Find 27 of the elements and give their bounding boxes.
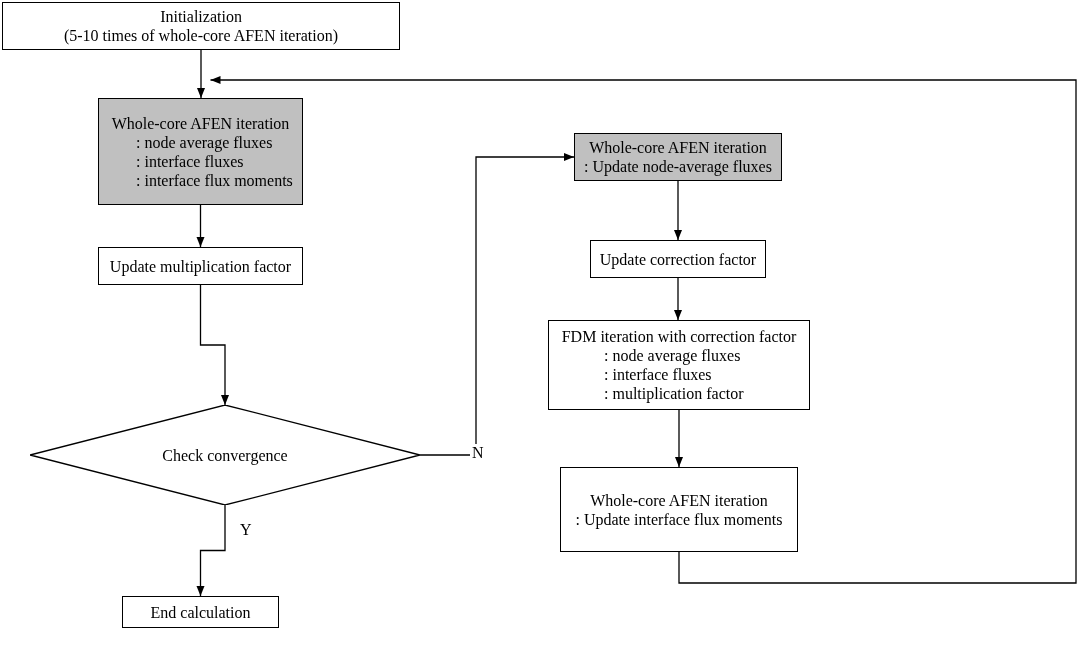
process-box	[2, 2, 400, 50]
node-title: Whole-core AFEN iteration	[590, 490, 768, 510]
node-title: Initialization	[160, 7, 242, 26]
node-title: Whole-core AFEN iteration	[111, 113, 290, 133]
node-text: : interface flux moments	[136, 170, 293, 190]
node-text: : multiplication factor	[604, 384, 744, 403]
node-text: : interface fluxes	[136, 152, 244, 171]
node-text: : interface fluxes	[604, 365, 712, 384]
process-box	[98, 247, 303, 285]
node-text: : node average fluxes	[136, 132, 273, 152]
node-title: End calculation	[150, 602, 251, 622]
decision-diamond	[30, 405, 420, 505]
process-box	[98, 98, 303, 205]
process-box	[560, 467, 798, 552]
node-text: (5-10 times of whole-core AFEN iteration)	[63, 26, 339, 45]
node-text: : Update node-average fluxes	[584, 157, 772, 176]
node-title: Whole-core AFEN iteration	[589, 138, 767, 157]
node-text: : Update interface flux moments	[575, 509, 783, 529]
process-box	[122, 596, 279, 628]
node-title: FDM iteration with correction factor	[561, 327, 797, 346]
node-text: : node average fluxes	[604, 346, 741, 365]
process-box	[574, 133, 782, 181]
process-box	[548, 320, 810, 410]
node-title: Check convergence	[162, 445, 288, 465]
node-title: Update correction factor	[599, 249, 757, 269]
node-title: Update multiplication factor	[109, 256, 292, 276]
process-box	[590, 240, 766, 278]
